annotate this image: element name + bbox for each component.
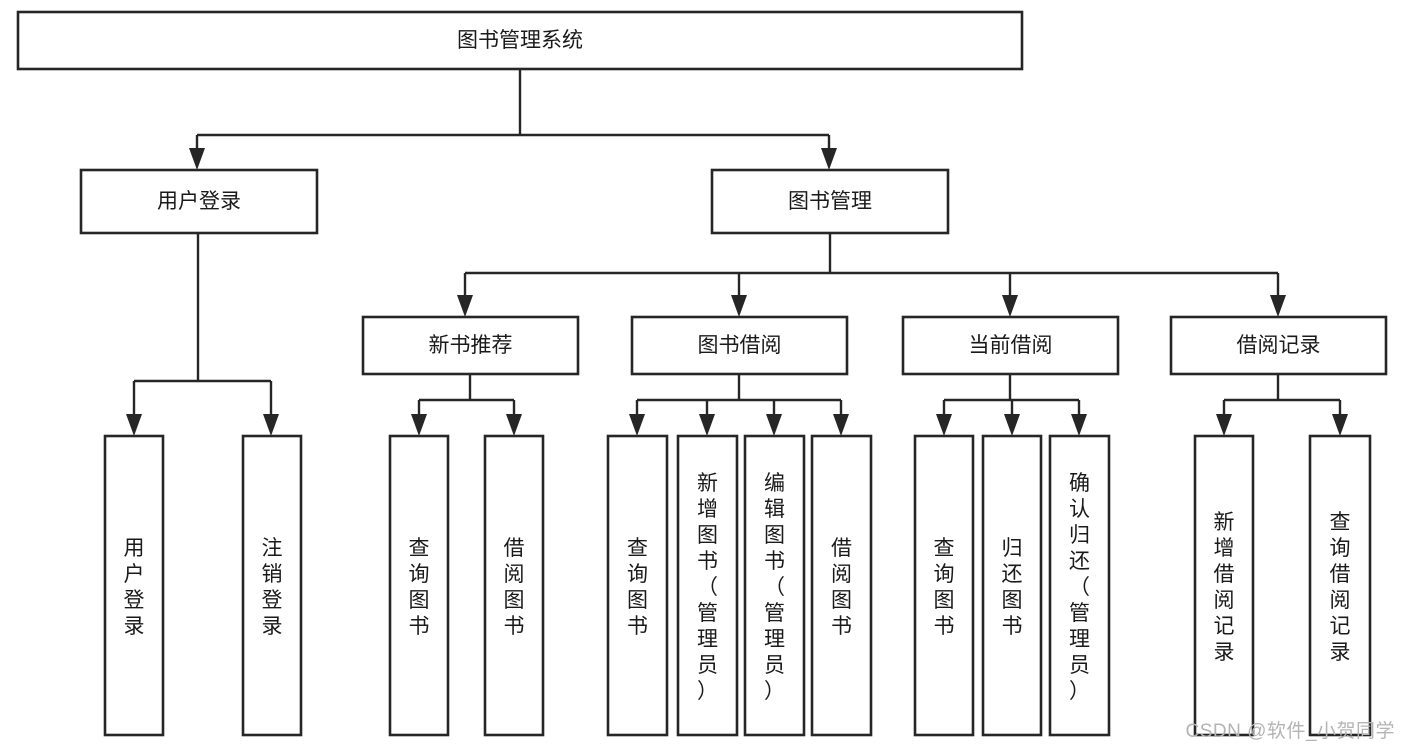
node-n-current[interactable]: 当前借阅 <box>901 315 1120 376</box>
node-n-history[interactable]: 借阅记录 <box>1169 315 1388 376</box>
node-l-add-book[interactable]: 新增图书（管理员） <box>676 434 739 737</box>
node-label: 借阅图书 <box>831 537 852 638</box>
node-label: 查询图书 <box>409 537 430 638</box>
node-l-return-book[interactable]: 归还图书 <box>981 434 1043 737</box>
connector-borrow-to-leaves <box>629 374 849 436</box>
node-label: 用户登录 <box>124 537 145 638</box>
connector-user-login-to-leaves <box>126 233 279 436</box>
connector-book-mgmt-to-level3 <box>457 233 1286 317</box>
node-l-query-record[interactable]: 查询借阅记录 <box>1308 434 1372 737</box>
node-l-borrow-book-1[interactable]: 借阅图书 <box>483 434 545 737</box>
node-label: 借阅记录 <box>1237 334 1321 357</box>
node-label: 图书管理 <box>788 190 872 213</box>
node-label: 用户登录 <box>157 190 241 213</box>
node-l-add-record[interactable]: 新增借阅记录 <box>1193 434 1255 737</box>
node-n-new-rec[interactable]: 新书推荐 <box>361 315 580 376</box>
node-l-query-book-1[interactable]: 查询图书 <box>388 434 450 737</box>
node-label: 图书管理系统 <box>457 29 583 52</box>
node-l-borrow-book-2[interactable]: 借阅图书 <box>810 434 873 737</box>
node-label: 注销登录 <box>262 537 283 638</box>
node-l-query-book-2[interactable]: 查询图书 <box>606 434 669 737</box>
node-n-user-login[interactable]: 用户登录 <box>79 168 319 235</box>
node-n-book-mgmt[interactable]: 图书管理 <box>710 168 950 235</box>
node-label: 图书借阅 <box>698 334 782 357</box>
node-label: 新书推荐 <box>429 334 513 357</box>
node-root[interactable]: 图书管理系统 <box>16 10 1024 71</box>
node-label: 确认归还（管理员） <box>1069 472 1090 703</box>
node-label: 借阅图书 <box>504 537 525 638</box>
node-l-logout[interactable]: 注销登录 <box>241 434 303 737</box>
node-label: 查询图书 <box>627 537 648 638</box>
node-label: 查询借阅记录 <box>1330 511 1351 664</box>
edges-layer <box>126 69 1348 436</box>
connector-new-rec-to-leaves <box>411 374 522 436</box>
node-label: 编辑图书（管理员） <box>764 472 785 703</box>
node-label: 新增图书（管理员） <box>697 472 718 703</box>
nodes-layer: 图书管理系统用户登录图书管理新书推荐图书借阅当前借阅借阅记录用户登录注销登录查询… <box>16 10 1388 737</box>
node-l-user-login[interactable]: 用户登录 <box>103 434 165 737</box>
node-label: 查询图书 <box>934 537 955 638</box>
connector-root-to-level2 <box>189 69 837 170</box>
node-label: 新增借阅记录 <box>1214 511 1235 664</box>
node-l-edit-book[interactable]: 编辑图书（管理员） <box>743 434 806 737</box>
node-n-borrow[interactable]: 图书借阅 <box>630 315 849 376</box>
node-l-query-book-3[interactable]: 查询图书 <box>913 434 975 737</box>
connector-history-to-leaves <box>1216 374 1348 436</box>
node-label: 当前借阅 <box>969 334 1053 357</box>
connector-current-to-leaves <box>936 374 1087 436</box>
node-label: 归还图书 <box>1002 537 1023 638</box>
node-l-confirm-return[interactable]: 确认归还（管理员） <box>1048 434 1111 737</box>
